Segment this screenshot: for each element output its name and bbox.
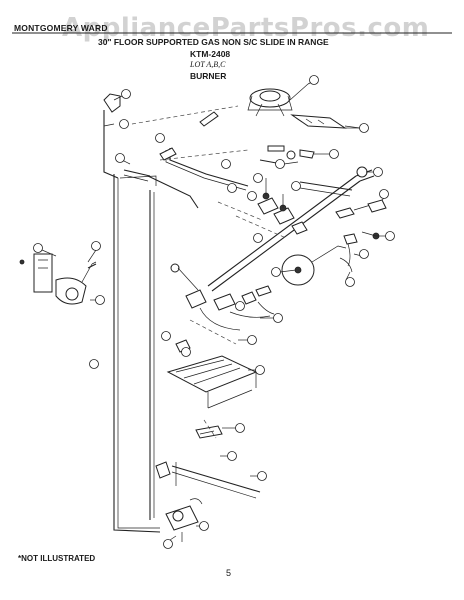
reference-lines	[131, 105, 287, 439]
section-label: BURNER	[190, 71, 227, 81]
callout-marker	[385, 231, 395, 241]
manufacturer-label: MONTGOMERY WARD	[14, 23, 108, 33]
center-tube	[149, 190, 155, 520]
callout-marker	[373, 167, 383, 177]
callout-marker	[227, 183, 237, 193]
callout-marker	[181, 347, 191, 357]
callout-marker	[257, 471, 267, 481]
callout-marker	[309, 75, 319, 85]
pilot-bracket-assembly	[19, 253, 97, 305]
burner-valves	[257, 178, 308, 235]
callout-marker	[273, 313, 283, 323]
main-gas-feed-tube	[103, 93, 161, 533]
gas-tube-upper	[159, 111, 249, 191]
model-number: KTM-2408	[190, 49, 231, 59]
callout-marker	[91, 241, 101, 251]
callout-marker	[255, 365, 265, 375]
callout-marker	[253, 173, 263, 183]
callout-marker	[329, 149, 339, 159]
burner-baffle	[166, 355, 258, 409]
callout-marker	[359, 123, 369, 133]
callout-marker	[253, 233, 263, 243]
callout-marker	[359, 249, 369, 259]
watermark: AppliancePartsPros.com	[62, 13, 430, 43]
callout-marker	[271, 267, 281, 277]
callout-marker	[119, 119, 129, 129]
manifold-pipe	[207, 166, 375, 292]
callout-marker	[115, 153, 125, 163]
callout-marker	[163, 539, 173, 549]
callout-marker	[33, 243, 43, 253]
callout-circles	[33, 75, 395, 549]
thermostat-disc	[281, 245, 353, 286]
callout-marker	[247, 191, 257, 201]
callout-marker	[247, 335, 257, 345]
oven-burner-tubes	[123, 169, 353, 209]
callout-marker	[161, 331, 171, 341]
orifice-holder-bracket	[290, 114, 361, 129]
callout-marker	[199, 521, 209, 531]
broil-burner-bracket	[195, 425, 223, 439]
callout-marker	[345, 277, 355, 287]
callout-marker	[235, 301, 245, 311]
callout-marker	[379, 189, 389, 199]
callout-marker	[95, 295, 105, 305]
callout-marker	[235, 423, 245, 433]
not-illustrated-note: *NOT ILLUSTRATED	[18, 554, 96, 563]
callout-marker	[155, 133, 165, 143]
callout-leaders	[41, 81, 387, 541]
oven-burner-tube-lower	[155, 461, 261, 499]
callout-marker	[291, 181, 301, 191]
small-clip-parts	[259, 145, 315, 165]
callout-marker	[221, 159, 231, 169]
diagram-title: 30" FLOOR SUPPORTED GAS NON S/C SLIDE IN…	[98, 37, 329, 47]
callout-marker	[227, 451, 237, 461]
callout-marker	[275, 159, 285, 169]
callout-marker	[121, 89, 131, 99]
top-burner-assembly	[247, 83, 309, 117]
igniter-parts-right	[335, 199, 387, 267]
safety-valve-cluster	[170, 263, 275, 331]
lot-label: LOT A,B,C	[190, 60, 226, 69]
callout-marker	[89, 359, 99, 369]
page-number: 5	[226, 568, 232, 578]
bottom-valve-assembly	[165, 498, 203, 542]
